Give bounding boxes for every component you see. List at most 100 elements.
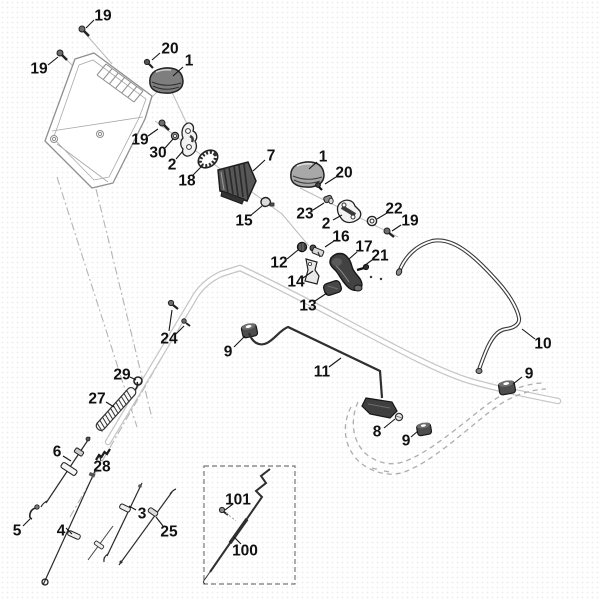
callout-20-right: 20 — [335, 165, 352, 182]
screw-19-right-icon — [383, 227, 395, 238]
screw-101-icon — [218, 506, 237, 522]
screw-19-mid-icon — [158, 119, 170, 131]
bushing-9-lower — [416, 422, 433, 437]
callout-8: 8 — [373, 424, 382, 441]
rod-100 — [203, 468, 271, 585]
callout-3: 3 — [138, 506, 147, 523]
screw-19-left-icon — [56, 49, 68, 61]
callout-24: 24 — [160, 331, 178, 348]
callout-19-mid: 19 — [131, 132, 149, 149]
lever-17 — [329, 252, 363, 292]
bolt-16-icon — [309, 244, 325, 258]
callout-2-right: 2 — [322, 216, 331, 233]
leader-line-1-right — [308, 161, 318, 170]
leader-line-10 — [521, 328, 536, 340]
rod-11 — [247, 325, 398, 419]
leader-line-22 — [376, 212, 388, 220]
hook-5-icon — [28, 504, 40, 520]
leader-line-17 — [348, 251, 358, 260]
callout-11: 11 — [314, 364, 331, 381]
nut-8-icon — [394, 412, 404, 422]
cable-3 — [103, 482, 143, 563]
leader-line-3 — [128, 505, 137, 511]
callout-19-left: 19 — [30, 61, 48, 78]
callout-29: 29 — [113, 367, 131, 384]
leader-line-5 — [22, 518, 31, 527]
leader-line-28 — [98, 453, 102, 462]
nut-12-icon — [296, 241, 308, 253]
leader-line-19-top — [85, 19, 95, 29]
leader-line-15 — [249, 205, 263, 217]
rod-10 — [395, 238, 522, 374]
leader-line-13 — [314, 292, 328, 302]
leader-line-9-lower — [410, 430, 419, 438]
bushing-9-right — [497, 380, 517, 396]
console-panel — [44, 52, 153, 189]
callout-9-lower: 9 — [402, 433, 411, 450]
grip-13 — [322, 280, 343, 296]
leader-line-20-left — [151, 52, 161, 61]
callout-16: 16 — [332, 229, 350, 246]
cable-6 — [40, 436, 91, 508]
leader-line-21 — [363, 259, 373, 267]
bracket-2-right — [336, 199, 362, 224]
panel-screw-bosses — [50, 130, 104, 143]
leader-line-19-mid — [147, 128, 159, 137]
leader-line-8 — [383, 418, 396, 429]
leader-line-29 — [129, 376, 137, 381]
leader-line-9-handle — [233, 335, 246, 348]
screw-20-left-icon — [143, 58, 154, 69]
callout-15: 15 — [235, 213, 253, 230]
leader-line-16 — [324, 240, 335, 248]
washer-22-icon — [366, 215, 378, 227]
clip-15-icon — [260, 196, 275, 208]
callout-1-right: 1 — [319, 149, 328, 166]
leader-line-2-right — [332, 214, 343, 221]
callout-20-left: 20 — [161, 41, 178, 58]
leader-line-19-right — [391, 224, 402, 232]
callout-18: 18 — [178, 173, 196, 190]
callout-layer: 1919201193021871512023222191612141721132… — [13, 8, 552, 560]
callout-6: 6 — [53, 444, 62, 461]
inset-box — [203, 465, 296, 585]
leader-line-11 — [328, 357, 342, 368]
callout-14: 14 — [287, 274, 305, 291]
callout-1-left: 1 — [185, 53, 194, 70]
bracket-2-left — [180, 122, 198, 157]
callout-10: 10 — [534, 336, 551, 353]
leader-line-19-left — [47, 56, 59, 66]
spring-28-icon — [95, 448, 111, 461]
leader-line-6 — [62, 455, 72, 462]
callout-17: 17 — [355, 239, 372, 256]
callout-101: 101 — [225, 492, 251, 509]
screw-20-right-icon — [315, 182, 323, 191]
cable-extra — [87, 525, 114, 561]
leader-line-25 — [155, 516, 164, 527]
callout-100: 100 — [232, 543, 258, 560]
callout-5: 5 — [13, 523, 22, 540]
lower-handlebar-dashed — [344, 382, 547, 475]
disc-18 — [197, 149, 219, 169]
leader-line-20-right — [324, 176, 337, 185]
callout-19-top: 19 — [94, 8, 112, 25]
callout-9-handle: 9 — [224, 344, 233, 361]
leader-line-7 — [252, 159, 266, 172]
leader-line-100 — [233, 536, 242, 545]
callout-25: 25 — [160, 524, 178, 541]
cable-25 — [118, 488, 177, 566]
leader-line-30 — [164, 138, 174, 149]
nut-30-icon — [170, 131, 180, 141]
callout-2-left: 2 — [168, 157, 177, 174]
leader-line-2-left — [175, 150, 184, 160]
leader-line-9-right — [512, 376, 523, 385]
leader-line-12 — [286, 249, 299, 260]
cap-1-right — [290, 161, 325, 188]
callout-27: 27 — [88, 391, 105, 408]
leader-line-18 — [192, 165, 203, 176]
leader-line-4 — [65, 527, 73, 535]
callout-9-right: 9 — [525, 366, 534, 383]
callout-28: 28 — [93, 459, 111, 476]
spring-27 — [95, 381, 139, 432]
